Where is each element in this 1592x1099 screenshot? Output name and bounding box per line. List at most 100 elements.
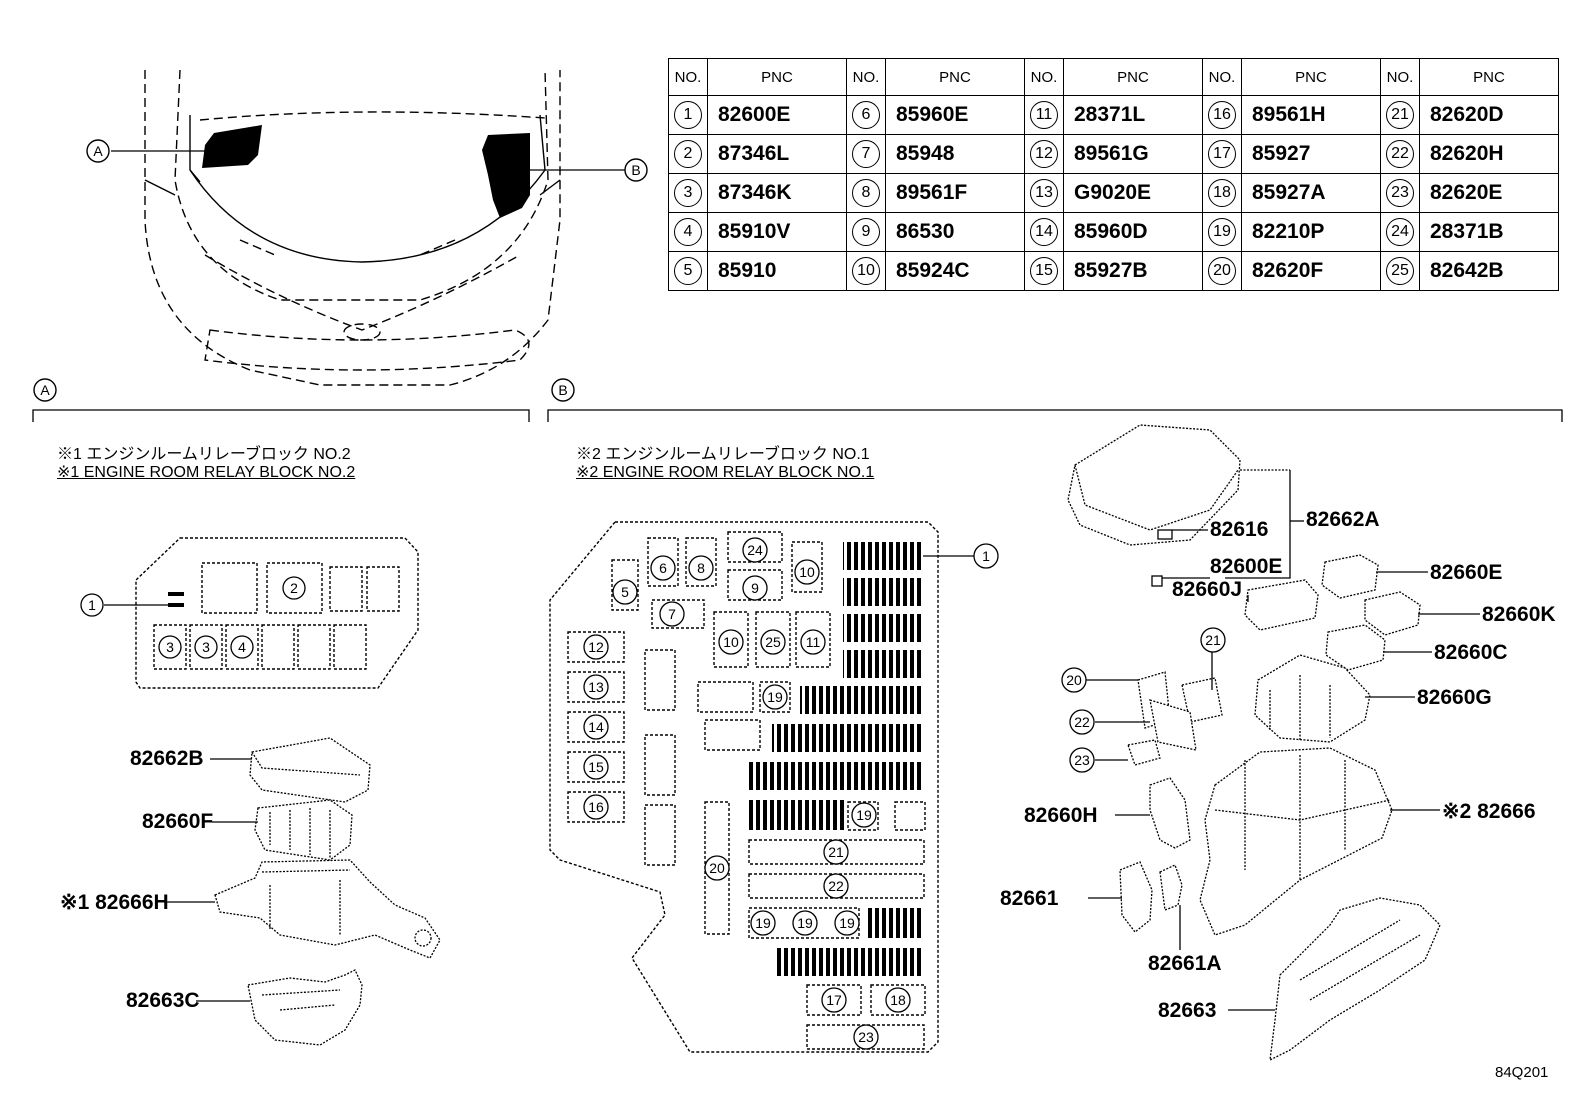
cell-no: 17	[1202, 134, 1242, 174]
index-circle: 1	[674, 101, 702, 129]
numbered-circle: 24	[742, 537, 768, 563]
numbered-circle: 14	[583, 714, 609, 740]
car-front-outline	[144, 69, 561, 386]
numbered-circle-label: 16	[588, 799, 604, 815]
cell-pnc: 85927B	[1063, 251, 1203, 291]
cell-no: 24	[1380, 212, 1420, 252]
numbered-circle: 18	[885, 987, 911, 1013]
cell-no: 10	[846, 251, 886, 291]
part-label-82662b: 82662B	[130, 747, 204, 770]
numbered-circle-label: 19	[856, 807, 872, 823]
part-label-82600e: 82600E	[1210, 555, 1283, 578]
relay-block-82666-drawing	[1199, 747, 1393, 936]
header-pnc: PNC	[885, 58, 1025, 96]
section-b-header: B	[547, 378, 1563, 422]
numbered-circle: 9	[742, 575, 768, 601]
numbered-circle-label: 19	[767, 689, 783, 705]
index-circle: 14	[1030, 218, 1058, 246]
index-circle: 21	[1386, 101, 1414, 129]
cell-pnc: 85924C	[885, 251, 1025, 291]
index-circle: 13	[1030, 179, 1058, 207]
numbered-circle: 22	[1069, 709, 1095, 735]
index-circle: 4	[674, 218, 702, 246]
numbered-circle-label: 13	[588, 679, 604, 695]
fuse-array	[749, 542, 924, 976]
numbered-circle: 21	[1200, 627, 1226, 653]
terminal-82661a-drawing	[1159, 864, 1183, 911]
numbered-circle-label: 25	[765, 634, 781, 650]
leader-lines-right	[1085, 470, 1480, 1011]
numbered-circle-label: 9	[751, 580, 759, 596]
relay-block-no2-layout	[135, 537, 419, 689]
part-label-82660c: 82660C	[1434, 641, 1508, 664]
numbered-circle-label: 19	[797, 915, 813, 931]
part-label-82660f: 82660F	[142, 810, 214, 833]
numbered-circle: 15	[583, 754, 609, 780]
relay-cover-82662a-drawing	[1067, 424, 1290, 546]
part-label-82663c: 82663C	[126, 989, 200, 1012]
numbered-circle-label: 18	[890, 992, 906, 1008]
numbered-circle-label: 1	[88, 597, 96, 613]
numbered-circle-label: 1	[982, 548, 990, 564]
numbered-circle: 7	[659, 601, 685, 627]
numbered-circle: 21	[823, 839, 849, 865]
cell-pnc: 82620D	[1419, 95, 1559, 135]
part-label-82660g: 82660G	[1417, 686, 1492, 709]
cell-pnc: 82642B	[1419, 251, 1559, 291]
numbered-circle-label: 4	[238, 639, 246, 655]
relay-block-b-location	[482, 133, 530, 218]
numbered-circle: 17	[821, 987, 847, 1013]
index-circle: 20	[1208, 257, 1236, 285]
numbered-circle: 20	[1061, 667, 1087, 693]
numbered-circle: 20	[704, 855, 730, 881]
cell-pnc: 85910V	[707, 212, 847, 252]
index-circle: 11	[1030, 101, 1058, 129]
cell-pnc: 89561F	[885, 173, 1025, 213]
numbered-circle-label: 24	[747, 542, 763, 558]
header-pnc: PNC	[707, 58, 847, 96]
relay-holder-82660f-drawing	[254, 799, 353, 861]
numbered-circle: 3	[194, 635, 218, 659]
index-circle: 23	[1386, 179, 1414, 207]
cell-no: 8	[846, 173, 886, 213]
relay-holder-82660g-drawing	[1254, 654, 1371, 743]
relay-terminal	[168, 603, 184, 607]
numbered-circle-label: 23	[1074, 752, 1090, 768]
relay-block-a-location	[202, 125, 262, 168]
header-pnc: PNC	[1419, 58, 1559, 96]
numbered-circle: 22	[823, 873, 849, 899]
numbered-circle-label: 22	[828, 878, 844, 894]
numbered-circle-label: 14	[588, 719, 604, 735]
numbered-circle-label: 20	[1066, 672, 1082, 688]
table-header-row: NO. PNC NO. PNC NO. PNC NO. PNC NO. PNC	[668, 58, 1559, 96]
part-label-82661: 82661	[1000, 887, 1059, 910]
part-label-82660k: 82660K	[1482, 603, 1556, 626]
cell-pnc: 85960D	[1063, 212, 1203, 252]
cell-pnc: 85948	[885, 134, 1025, 174]
numbered-circle: 19	[834, 910, 860, 936]
numbered-circle-label: 3	[202, 639, 210, 655]
numbered-circle-label: 15	[588, 759, 604, 775]
connector-82660c-drawing	[1325, 624, 1386, 671]
part-label-82660j: 82660J	[1172, 578, 1243, 601]
cell-pnc: 89561G	[1063, 134, 1203, 174]
section-a-title-en: ※1 ENGINE ROOM RELAY BLOCK NO.2	[57, 464, 356, 481]
cell-no: 23	[1380, 173, 1420, 213]
cell-pnc: G9020E	[1063, 173, 1203, 213]
numbered-circle: 12	[583, 634, 609, 660]
numbered-circle-label: 3	[166, 639, 174, 655]
index-circle: 5	[674, 257, 702, 285]
svg-text:A: A	[93, 143, 103, 159]
cell-no: 2	[668, 134, 708, 174]
cell-no: 5	[668, 251, 708, 291]
numbered-circle-label: 22	[1074, 714, 1090, 730]
numbered-circle: 1	[80, 593, 104, 617]
cell-pnc: 85910	[707, 251, 847, 291]
index-circle: 15	[1030, 257, 1058, 285]
section-a-title-jp: ※1 エンジンルームリレーブロック NO.2	[57, 446, 351, 463]
